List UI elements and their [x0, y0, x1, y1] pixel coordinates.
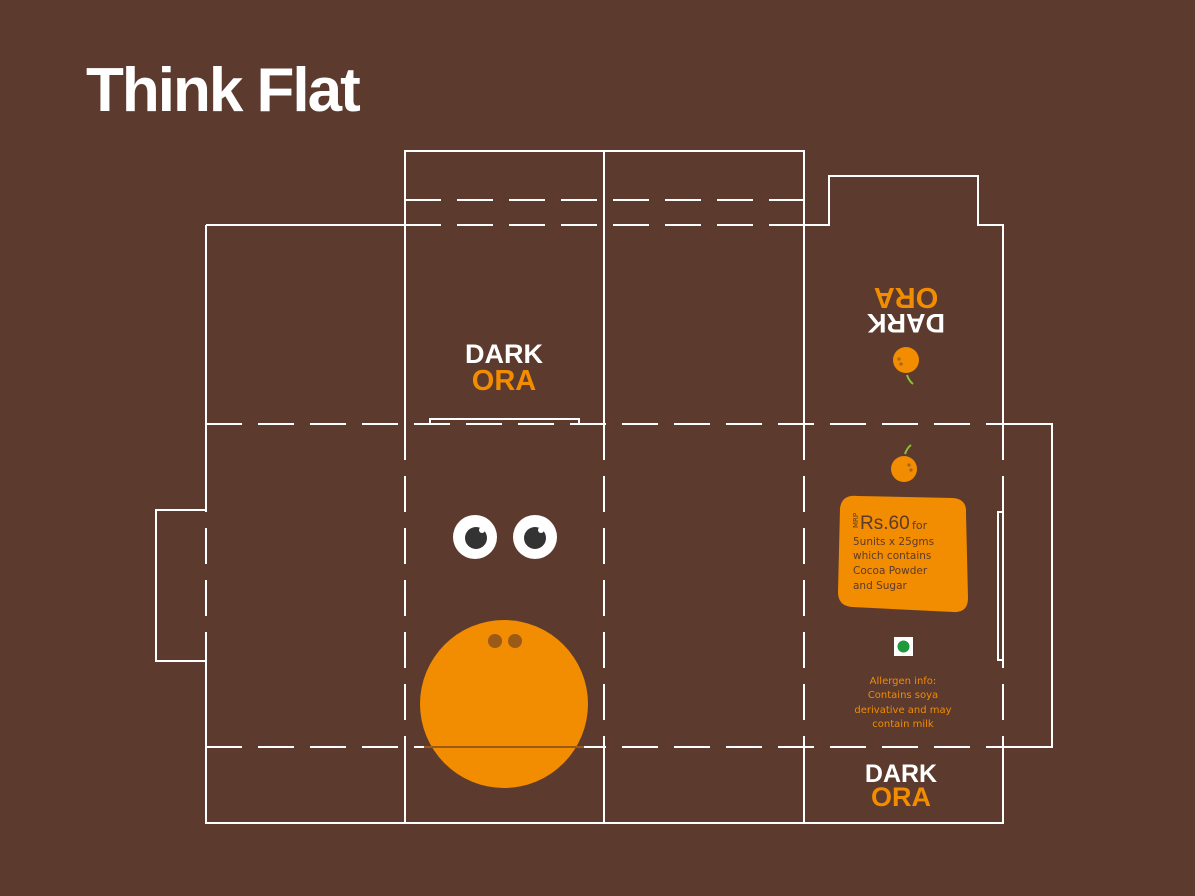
allergen-line: Contains soya [868, 690, 938, 701]
orange-fruit-icon [893, 347, 919, 385]
logo-ora-text: ORA [871, 782, 931, 812]
orange-nose-graphic [420, 620, 588, 788]
allergen-line: Allergen info: [870, 676, 937, 687]
side-flap-logo-rotated: DARK ORA [867, 281, 945, 338]
mrp-label: MRP [852, 513, 860, 528]
allergen-info: Allergen info: Contains soya derivative … [854, 676, 951, 730]
price-tag: MRP Rs.60 for 5units x 25gms which conta… [838, 495, 968, 613]
logo-dark-text: DARK [867, 308, 945, 338]
bottom-panel-logo: DARK ORA [865, 760, 937, 812]
logo-dark-text: DARK [465, 339, 543, 369]
price-value: Rs.60 [860, 513, 910, 534]
allergen-line: contain milk [872, 719, 934, 730]
page-title: Think Flat [86, 56, 361, 125]
orange-fruit-icon [891, 444, 917, 482]
price-for-text: for [912, 519, 928, 532]
logo-ora-text: ORA [472, 365, 537, 397]
allergen-line: derivative and may [854, 705, 951, 716]
price-detail-line: Cocoa Powder [853, 565, 928, 577]
price-detail-line: and Sugar [853, 580, 908, 592]
veg-mark-icon [894, 637, 913, 656]
googly-eyes [453, 515, 557, 559]
price-detail-line: 5units x 25gms [853, 536, 934, 548]
logo-ora-text: ORA [874, 281, 939, 313]
dieline-fold-lines [205, 199, 1004, 748]
top-flap-logo: DARK ORA [465, 339, 543, 397]
logo-dark-text: DARK [865, 760, 937, 788]
price-detail-line: which contains [853, 550, 931, 562]
